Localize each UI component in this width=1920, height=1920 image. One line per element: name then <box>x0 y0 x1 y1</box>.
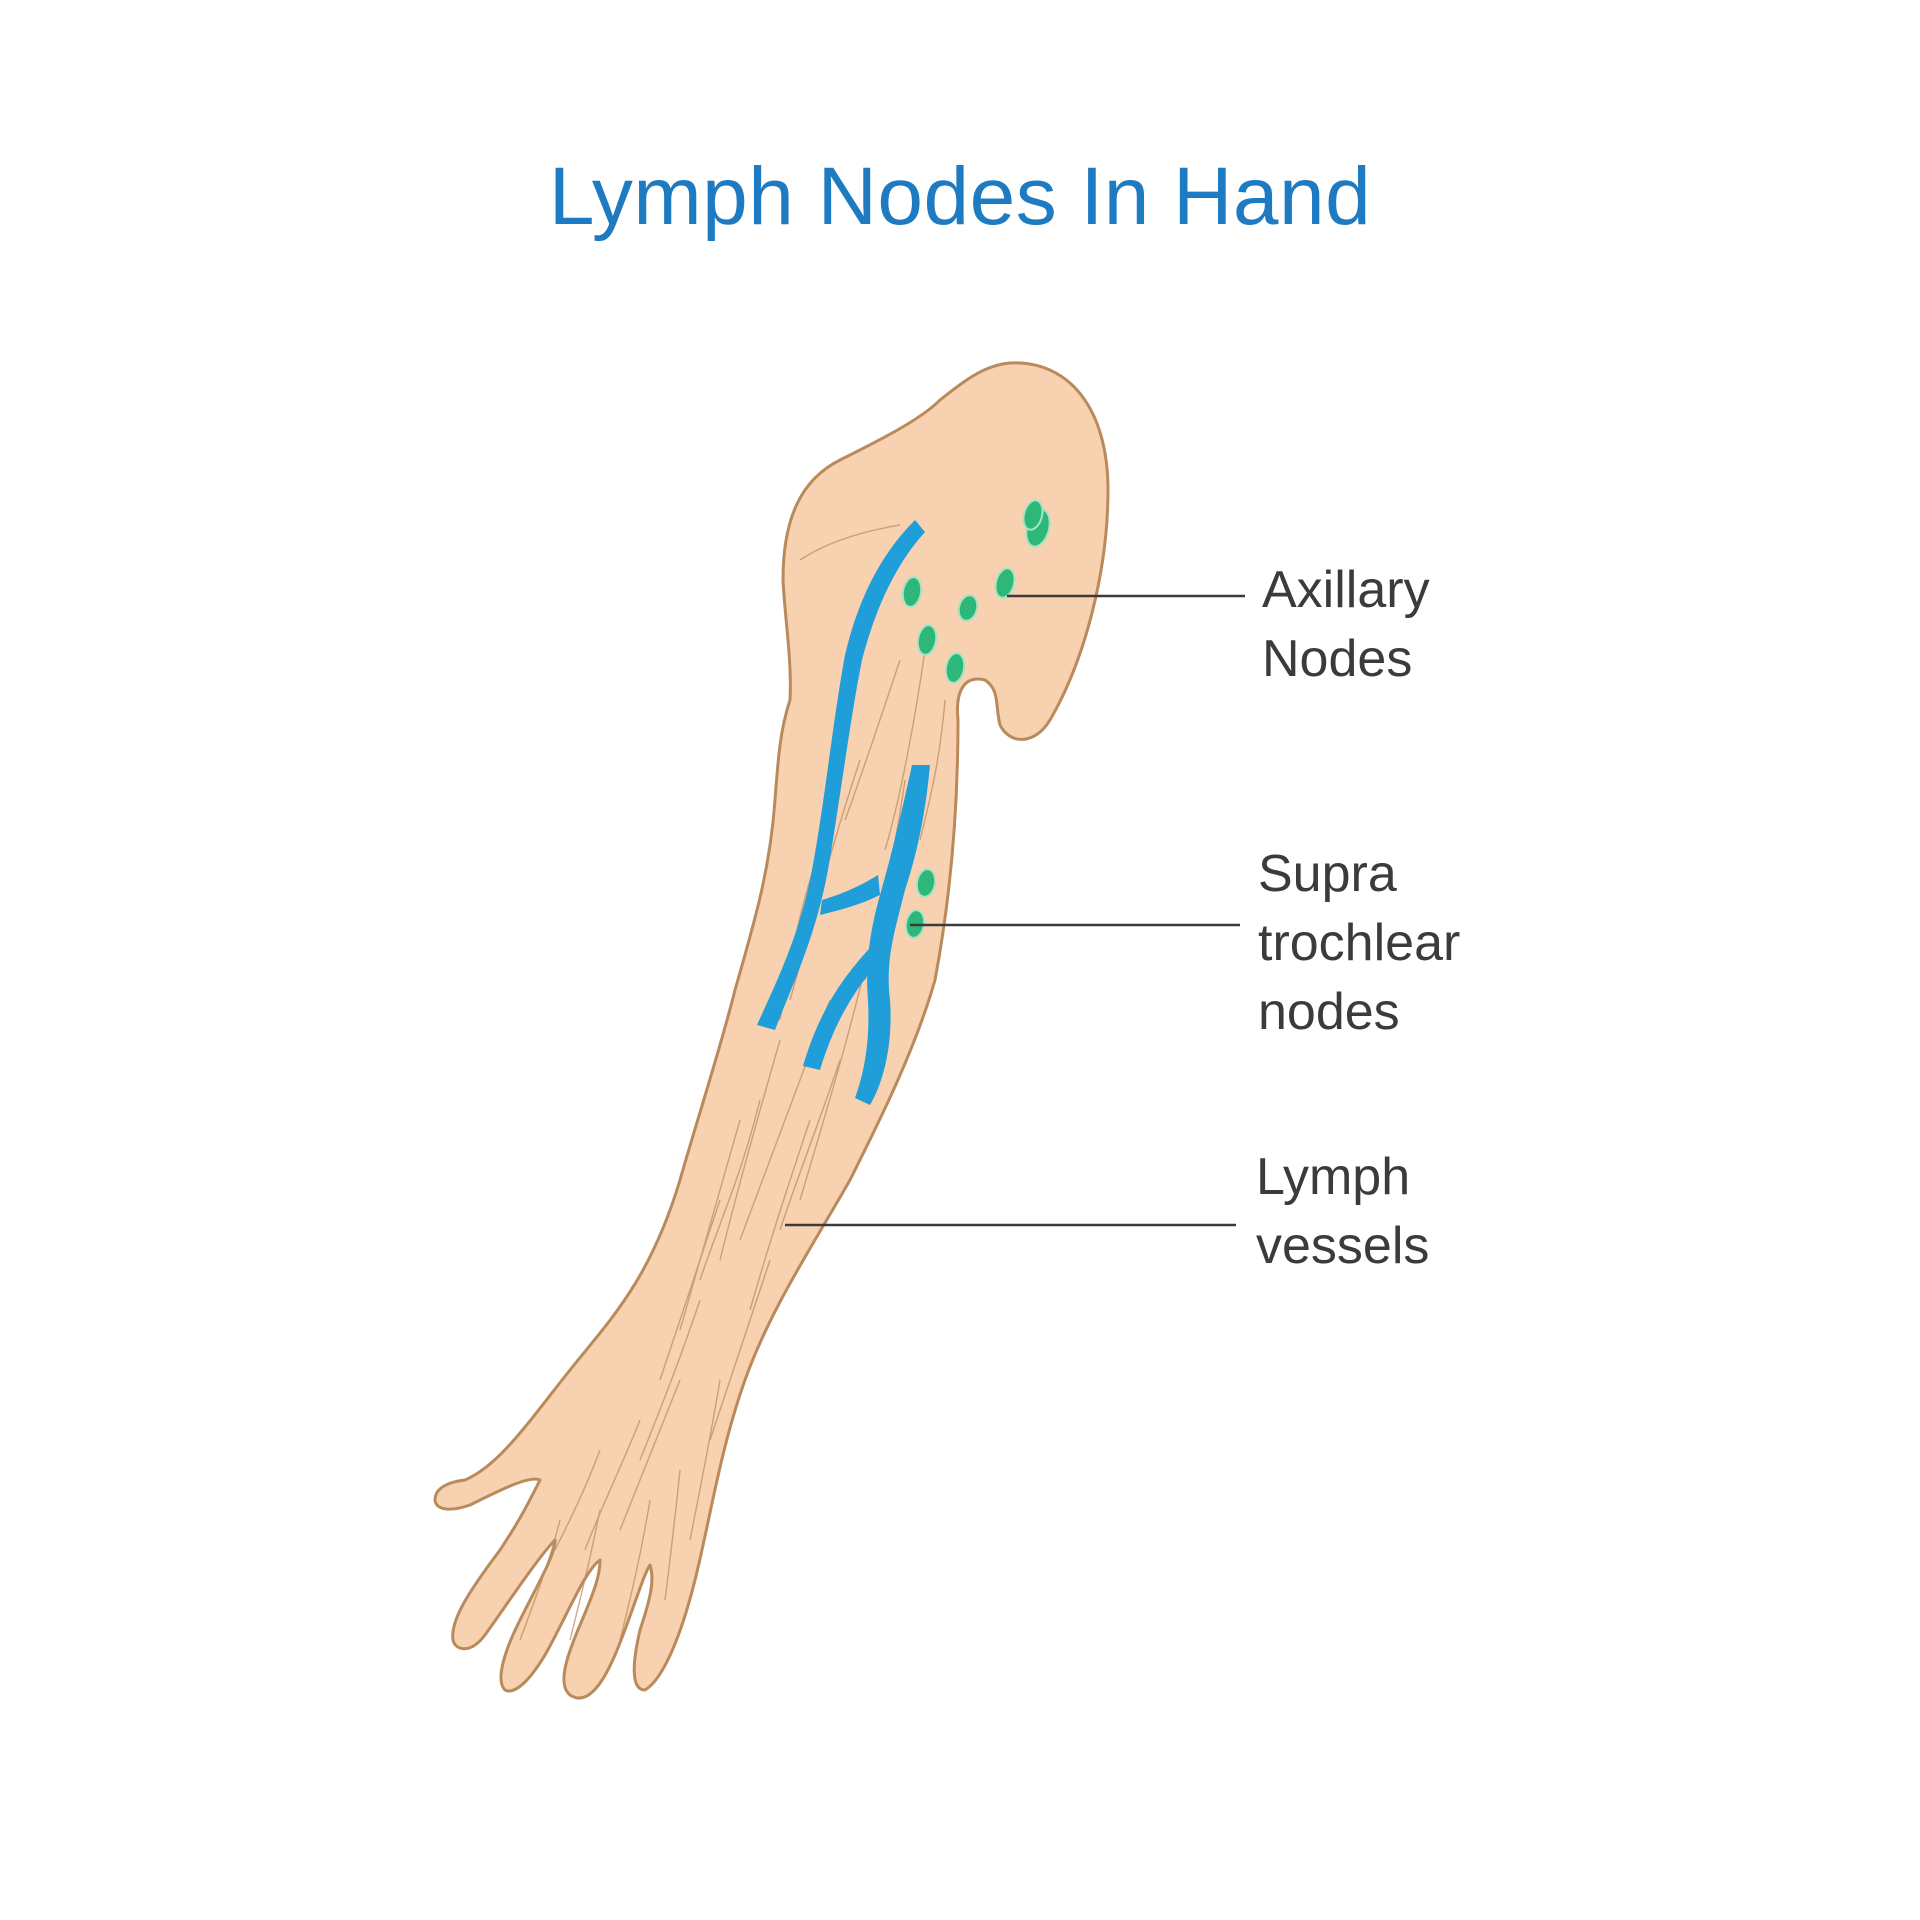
label-line: nodes <box>1258 983 1400 1041</box>
forearm-branch <box>803 948 880 1070</box>
leader-lines <box>785 594 1245 1227</box>
axillary-node <box>994 567 1016 599</box>
axillary-node <box>944 652 966 684</box>
axillary-node <box>957 594 979 622</box>
supratrochlear-node <box>915 868 937 898</box>
label-line: Nodes <box>1262 630 1413 688</box>
label-line: Supra <box>1258 845 1397 903</box>
label-line: Axillary <box>1262 561 1430 619</box>
label-line: Lymph <box>1256 1148 1411 1206</box>
blue-vessels <box>757 520 930 1105</box>
label-supra-trochlear-nodes: Supra trochlear nodes <box>1258 840 1460 1047</box>
axillary-node <box>1022 499 1044 531</box>
basilic-vessel <box>855 765 930 1105</box>
label-line: trochlear <box>1258 914 1461 972</box>
label-line: vessels <box>1256 1217 1430 1275</box>
arm-silhouette <box>433 361 1110 1700</box>
label-lymph-vessels: Lymph vessels <box>1256 1143 1429 1281</box>
cephalic-vessel <box>757 520 925 1030</box>
median-cubital-branch <box>820 875 880 915</box>
axillary-node <box>916 624 938 656</box>
label-axillary-nodes: Axillary Nodes <box>1262 556 1430 694</box>
lymph-nodes <box>901 499 1051 939</box>
page-title: Lymph Nodes In Hand <box>548 151 1372 242</box>
axillary-node <box>901 576 923 608</box>
